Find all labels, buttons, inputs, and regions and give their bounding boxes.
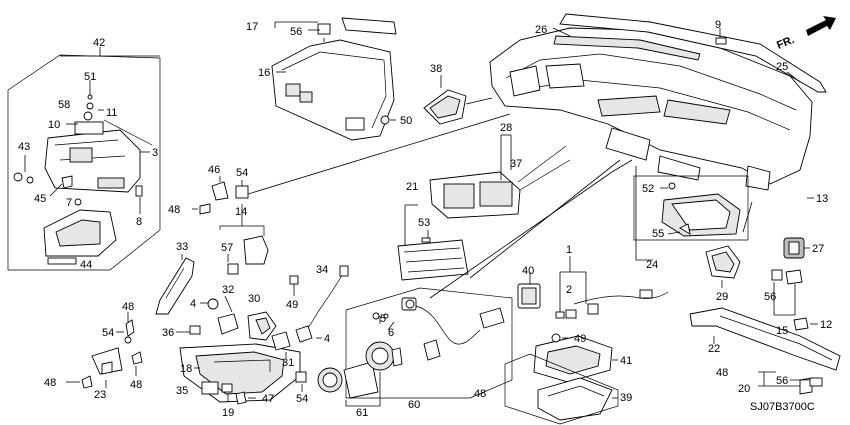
callout-41: 41 <box>620 355 632 367</box>
callout-39: 39 <box>620 392 632 404</box>
callout-56a: 56 <box>290 26 302 38</box>
glove-box-assembly <box>7 47 161 271</box>
front-direction-label: FR. <box>775 34 796 52</box>
callout-43: 43 <box>18 141 30 153</box>
center-air-vent-assembly <box>397 134 571 281</box>
callout-48f: 48 <box>716 367 728 379</box>
callout-53: 53 <box>418 217 430 229</box>
callout-labels: 42 51 58 11 10 3 43 45 7 8 44 17 56 16 3… <box>18 19 832 419</box>
callout-55: 55 <box>652 228 664 240</box>
callout-25: 25 <box>776 61 788 73</box>
callout-2: 2 <box>566 284 572 296</box>
callout-46: 46 <box>208 164 220 176</box>
callout-12: 12 <box>820 319 832 331</box>
ashtray-assembly <box>504 333 619 425</box>
callout-23: 23 <box>94 389 106 401</box>
callout-3: 3 <box>152 147 158 159</box>
callout-49b: 49 <box>574 333 586 345</box>
callout-36: 36 <box>162 327 174 339</box>
callout-57: 57 <box>221 242 233 254</box>
callout-31: 31 <box>282 357 294 369</box>
instrument-panel-main <box>489 13 827 199</box>
left-brackets <box>66 254 201 389</box>
side-air-vent <box>380 75 493 125</box>
callout-22: 22 <box>708 343 720 355</box>
callout-30: 30 <box>248 293 260 305</box>
callout-21: 21 <box>406 181 418 193</box>
callout-54c: 54 <box>296 393 308 405</box>
callout-37: 37 <box>510 158 522 170</box>
callout-18: 18 <box>180 363 192 375</box>
callout-17: 17 <box>246 21 258 33</box>
callout-54b: 54 <box>102 327 114 339</box>
callout-61: 61 <box>356 407 368 419</box>
right-side-fasteners <box>771 237 818 331</box>
callout-44: 44 <box>80 259 92 271</box>
callout-4b: 4 <box>324 333 330 345</box>
callout-49a: 49 <box>286 299 298 311</box>
callout-27: 27 <box>812 243 824 255</box>
callout-19: 19 <box>222 407 234 419</box>
callout-20: 20 <box>738 383 750 395</box>
callout-58: 58 <box>58 99 70 111</box>
callout-42: 42 <box>93 37 105 49</box>
callout-56b: 56 <box>764 291 776 303</box>
glove-box-hinge-parts <box>192 176 269 275</box>
front-direction-arrow-icon: FR. <box>775 16 836 52</box>
callout-11: 11 <box>106 107 117 119</box>
callout-35: 35 <box>176 385 188 397</box>
callout-16: 16 <box>258 67 270 79</box>
callout-40: 40 <box>522 265 534 277</box>
column-cover-assembly <box>179 343 307 405</box>
callout-10: 10 <box>48 119 60 131</box>
callout-6: 6 <box>388 327 394 339</box>
callout-48e: 48 <box>474 388 486 400</box>
callout-47: 47 <box>262 393 274 405</box>
callout-48b: 48 <box>122 301 134 313</box>
callout-14: 14 <box>235 206 247 218</box>
callout-1: 1 <box>566 244 572 256</box>
meter-visor-assembly <box>271 17 397 141</box>
callout-13: 13 <box>816 193 828 205</box>
callout-38: 38 <box>430 63 442 75</box>
callout-60: 60 <box>408 399 420 411</box>
callout-5: 5 <box>380 313 386 325</box>
callout-26: 26 <box>535 24 547 36</box>
callout-45: 45 <box>34 193 46 205</box>
leader-lines <box>247 113 753 299</box>
callout-50: 50 <box>400 115 412 127</box>
callout-7: 7 <box>66 197 72 209</box>
callout-9: 9 <box>715 19 721 31</box>
callout-8: 8 <box>136 216 142 228</box>
callout-51: 51 <box>84 71 96 83</box>
hood-release-cable-assembly <box>200 265 349 358</box>
clock-wiring-assembly <box>517 256 669 319</box>
callout-48d: 48 <box>44 377 56 389</box>
callout-29: 29 <box>716 291 728 303</box>
lower-trim-assembly <box>689 307 841 395</box>
callout-33: 33 <box>176 241 188 253</box>
callout-15: 15 <box>776 325 788 337</box>
callout-56c: 56 <box>776 375 788 387</box>
callout-4a: 4 <box>190 298 196 310</box>
diagram-code: SJ07B3700C <box>750 401 815 413</box>
center-pocket-assembly <box>633 175 749 241</box>
callout-24: 24 <box>646 259 658 271</box>
callout-48c: 48 <box>130 379 142 391</box>
callout-28: 28 <box>500 122 512 134</box>
switch-harness-assembly <box>317 287 513 407</box>
callout-32: 32 <box>222 284 234 296</box>
callout-34: 34 <box>316 264 328 276</box>
callout-52: 52 <box>642 183 654 195</box>
lower-air-vent <box>705 245 741 288</box>
callout-54a: 54 <box>236 167 248 179</box>
callout-48a: 48 <box>168 204 180 216</box>
